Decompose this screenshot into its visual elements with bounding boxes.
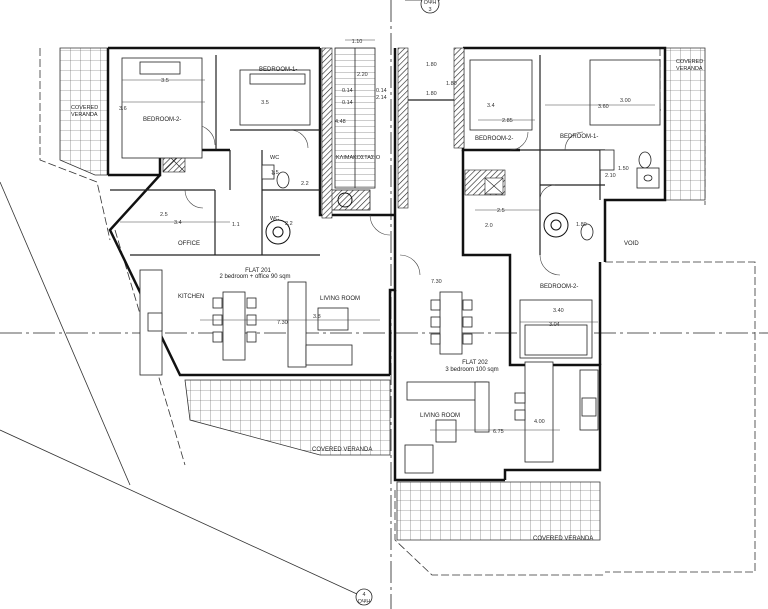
room-wc-top: WC (270, 155, 279, 161)
dim-2-0: 2.0 (485, 223, 493, 229)
dim-7-30-b: 7.30 (431, 279, 442, 285)
furniture (139, 269, 599, 474)
door-swings (184, 124, 584, 276)
room-living-left: LIVING ROOM (320, 296, 360, 302)
dim-2-2-b: 2.2 (285, 221, 293, 227)
marker-bottom-num: ΟΨΗ (358, 599, 371, 605)
beds (121, 57, 661, 359)
marker-bottom-label: 4 (362, 592, 365, 598)
room-stair: ΚΛΙΜΑΚΟΣΤΑΣΙΟ (336, 155, 381, 161)
dim-1-10: 1.10 (352, 39, 363, 45)
lift-symbols (265, 192, 569, 245)
dim-2-85: 2.85 (502, 118, 513, 124)
dim-7-30: 7.30 (277, 320, 288, 326)
dim-0-14-b: 0.14 (376, 88, 387, 94)
dim-2-10: 2.10 (605, 173, 616, 179)
dim-3-5-b: 3.5 (261, 100, 269, 106)
dim-1-80-b: 1.80 (446, 81, 457, 87)
dim-1-80-a: 1.80 (426, 62, 437, 68)
dim-3-00: 3.00 (620, 98, 631, 104)
sanitary (261, 149, 660, 241)
dim-6-75: 6.75 (493, 429, 504, 435)
dim-2-20: 2.20 (357, 72, 368, 78)
room-living-right: LIVING ROOM (420, 413, 460, 419)
room-wc-left: WC (270, 216, 279, 222)
room-void: VOID (624, 241, 639, 247)
flat201-subtitle: 2 bedroom + office 90 sqm (219, 274, 290, 280)
dim-4-48: 4.48 (335, 119, 346, 125)
dim-1-80-c: 1.80 (426, 91, 437, 97)
dim-4-00: 4.00 (534, 419, 545, 425)
dim-3-6: 3.6 (119, 106, 127, 112)
dim-2-5-a: 2.5 (160, 212, 168, 218)
room-bedroom2-right: BEDROOM-2- (475, 136, 513, 142)
dim-1-50: 1.50 (618, 166, 629, 172)
dim-3-60: 3.60 (598, 104, 609, 110)
dim-3-04: 3.04 (549, 322, 560, 328)
flat202-subtitle: 3 bedroom 100 sqm (445, 367, 498, 373)
room-office: OFFICE (178, 241, 200, 247)
veranda-tiles (59, 47, 706, 541)
stair (162, 47, 506, 219)
room-bedroom2-mid: BEDROOM-2- (540, 284, 578, 290)
dim-3-40: 3.40 (553, 308, 564, 314)
dim-1-80-d: 1.80 (576, 222, 587, 228)
dim-3-4-b: 3.4 (174, 220, 182, 226)
walls (106, 46, 667, 482)
section-marker-bottom: 4 ΟΨΗ (355, 588, 373, 606)
room-bedroom1-left: BEDROOM-1- (259, 67, 297, 73)
dimension-lines (120, 39, 655, 431)
dim-0-14-a: 0.14 (342, 88, 353, 94)
dim-2-5-b: 2.5 (497, 208, 505, 214)
room-bedroom2-left: BEDROOM-2- (143, 117, 181, 123)
section-marker-top: ΟΨΗ 3 (405, 0, 440, 14)
dim-3: 3 (272, 171, 275, 177)
dim-2-2-a: 2.2 (301, 181, 309, 187)
dim-3-8: 3.8 (313, 314, 321, 320)
dim-3-5-a: 3.5 (161, 78, 169, 84)
dim-2-14: 2.14 (376, 95, 387, 101)
marker-top-num: 3 (428, 7, 431, 13)
room-kitchen: KITCHEN (178, 294, 204, 300)
dim-1-5: 1.5 (271, 170, 279, 176)
dim-0-14-c: 0.14 (342, 100, 353, 106)
dim-3-4: 3.4 (487, 103, 495, 109)
marker-top-label: ΟΨΗ (424, 0, 437, 6)
room-covered-veranda-bottom-right: COVERED VERANDA (533, 536, 593, 542)
site-lines (0, 181, 371, 601)
room-covered-veranda-bottom-left: COVERED VERANDA (312, 447, 372, 453)
flat202-title: FLAT 202 (462, 360, 488, 366)
flat201-title: FLAT 201 (245, 268, 271, 274)
dim-1-1: 1.1 (232, 222, 240, 228)
room-bedroom1-right: BEDROOM-1- (560, 134, 598, 140)
